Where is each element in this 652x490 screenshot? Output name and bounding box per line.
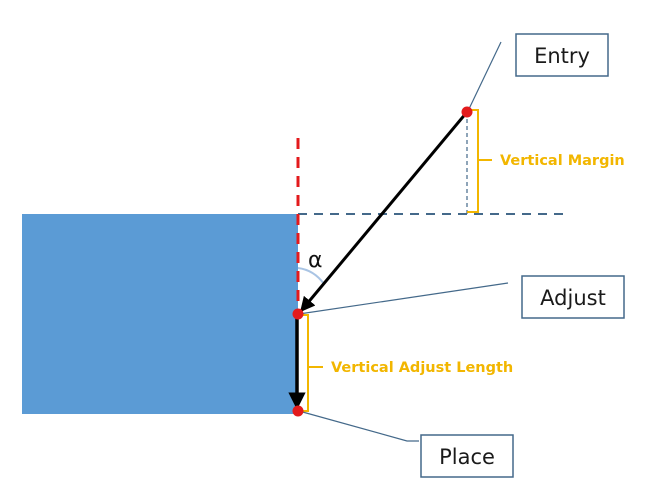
place-callout-box: [420, 434, 514, 478]
place-leader-line: [298, 410, 419, 442]
approach-arrow: [299, 111, 469, 313]
adjust-leader-line: [298, 282, 509, 315]
angle-label: α: [308, 248, 323, 273]
adjust-callout-box: [521, 275, 625, 319]
entry-callout-label: Entry: [534, 44, 590, 68]
adjust-point: [292, 308, 304, 320]
place-callout-label: Place: [439, 445, 495, 469]
target-block: [22, 214, 298, 414]
vertical-adjust-label: Vertical Adjust Length: [331, 360, 513, 376]
entry-leader-line: [467, 41, 502, 112]
vertical-margin-label: Vertical Margin: [500, 153, 625, 169]
vertical-adjust-brace: [298, 314, 309, 412]
adjust-callout-label: Adjust: [540, 286, 606, 310]
vertical-margin-brace: [467, 109, 479, 213]
place-point: [292, 405, 304, 417]
entry-point: [461, 106, 473, 118]
angle-arc: [297, 267, 325, 285]
entry-callout-box: [515, 33, 609, 77]
